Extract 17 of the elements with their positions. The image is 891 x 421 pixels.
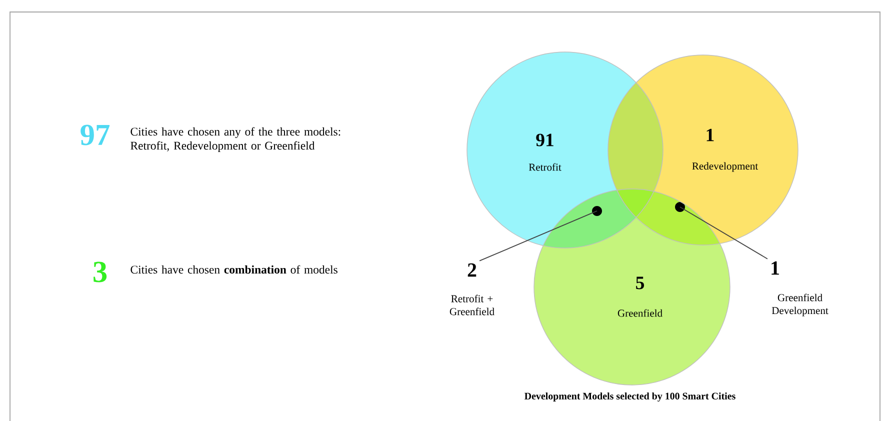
stat-description: Cities have chosen any of the three models: Retrofit, Redevelopment or Greenfield [130, 127, 340, 152]
stat-number: 97 [80, 124, 110, 146]
callout-label: 2 Retrofit + Greenfield [450, 263, 494, 316]
leader-line [680, 206, 768, 260]
count-number: 91 [536, 134, 554, 146]
caption: Development Models selected by 100 Smart Cities [524, 392, 736, 402]
count-number: 5 [636, 276, 644, 290]
stat-description: Cities have chosen combination of models [130, 265, 338, 274]
count-number: 1 [706, 128, 714, 142]
marker-dot [592, 206, 602, 216]
set-label: Greenfield [618, 309, 662, 317]
marker-dot [675, 202, 685, 212]
set-label: Redevelopment [692, 162, 758, 172]
set-label: Retrofit [528, 163, 562, 171]
callout-label: 1 Greenfield Development [772, 261, 828, 316]
leader-line [479, 210, 598, 262]
stat-number: 3 [94, 262, 107, 282]
